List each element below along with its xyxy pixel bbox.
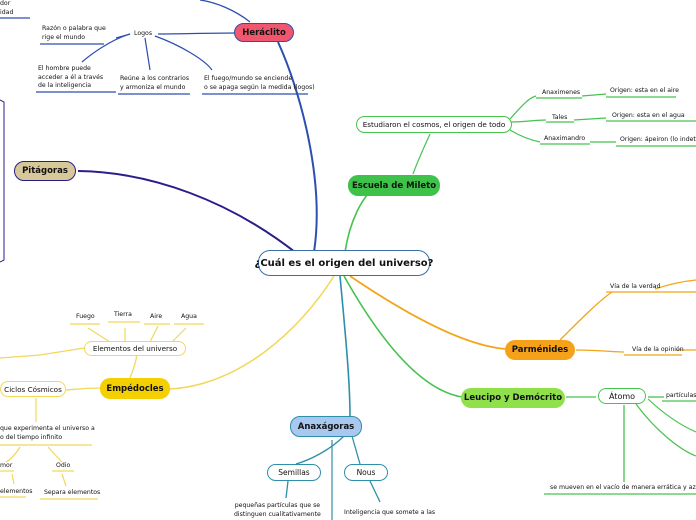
nous-node[interactable]: Nous <box>344 464 388 481</box>
elemento-fuego[interactable]: Fuego <box>76 313 95 320</box>
odio-desc: Separa elementos <box>44 489 101 496</box>
estudiaron-label: Estudiaron el cosmos, el origen de todo <box>362 120 506 129</box>
branch-anaxagoras <box>339 275 351 417</box>
anaxagoras-node[interactable]: Anaxágoras <box>290 416 362 437</box>
central-topic-label: ¿Cuál es el origen del universo? <box>254 257 434 269</box>
branch-pitagoras <box>77 170 301 257</box>
elementos-label: Elementos del universo <box>92 344 178 353</box>
reune-text: Reúne a los contrarios y armoniza el mun… <box>120 75 190 91</box>
branch-leucipo <box>343 275 463 398</box>
anaximandro-label[interactable]: Anaximandro <box>544 135 586 142</box>
vacio-text: se mueven en el vacío de manera errática… <box>550 484 696 491</box>
ciclos-label: Ciclos Cósmicos <box>4 384 62 394</box>
tales-origen: Origen: esta en el agua <box>612 112 685 119</box>
hombre-text: El hombre puede acceder a él a través de… <box>38 65 104 89</box>
branch-heraclito <box>277 41 318 253</box>
particulas-text: partículas <box>666 392 696 399</box>
nous-desc: Inteligencia que somete a las <box>344 509 436 516</box>
odio-label[interactable]: Odio <box>56 462 71 469</box>
pitagoras-node[interactable]: Pitágoras <box>14 161 76 181</box>
anaxagoras-label: Anaxágoras <box>297 421 355 432</box>
semillas-label: Semillas <box>278 468 310 477</box>
heraclito-fragment: dor idad <box>0 0 14 16</box>
amor-label[interactable]: mor <box>0 462 13 469</box>
estudiaron-node[interactable]: Estudiaron el cosmos, el origen de todo <box>356 116 512 133</box>
elemento-tierra[interactable]: Tierra <box>114 311 132 318</box>
empedocles-label: Empédocles <box>106 383 164 394</box>
via-verdad-label[interactable]: Vía de la verdad <box>610 283 661 290</box>
logos-label[interactable]: Logos <box>134 30 153 37</box>
branch-mileto <box>344 187 375 253</box>
anaximandro-origen: Origen: ápeiron (lo indeterm <box>620 136 696 143</box>
central-topic[interactable]: ¿Cuál es el origen del universo? <box>255 250 433 276</box>
parmenides-node[interactable]: Parménides <box>505 340 575 360</box>
branch-empedocles <box>169 275 335 390</box>
experimenta-text: que experimenta el universo a o del tiem… <box>0 425 95 441</box>
ciclos-node[interactable]: Ciclos Cósmicos <box>0 381 66 397</box>
leucipo-node[interactable]: Leucipo y Demócrito <box>461 388 565 408</box>
elemento-aire[interactable]: Aire <box>150 313 163 320</box>
anaximenes-origen: Origen: esta en el aire <box>610 87 679 94</box>
empedocles-node[interactable]: Empédocles <box>100 378 170 399</box>
leucipo-label: Leucipo y Demócrito <box>463 393 563 403</box>
tales-label[interactable]: Tales <box>552 114 568 121</box>
semillas-node[interactable]: Semillas <box>267 464 321 481</box>
atomo-node[interactable]: Átomo <box>598 388 646 404</box>
parmenides-label: Parménides <box>511 345 569 355</box>
atomo-label: Átomo <box>608 391 636 401</box>
anaximenes-label[interactable]: Anaximenes <box>542 89 581 96</box>
fuego-medida-text: El fuego/mundo se enciende o se apaga se… <box>204 75 315 91</box>
mileto-label: Escuela de Mileto <box>351 180 437 191</box>
amor-desc: elementos <box>0 488 33 495</box>
heraclito-node[interactable]: Heráclito <box>234 23 294 42</box>
elemento-agua[interactable]: Agua <box>181 313 197 320</box>
nous-label: Nous <box>356 468 376 477</box>
branch-parmenides <box>349 275 506 350</box>
heraclito-label: Heráclito <box>242 27 286 38</box>
razon-text: Razón o palabra que rige el mundo <box>42 25 106 41</box>
via-opinion-label[interactable]: Vía de la opinión <box>632 346 684 353</box>
elementos-node[interactable]: Elementos del universo <box>84 341 186 356</box>
pitagoras-label: Pitágoras <box>22 166 68 176</box>
semillas-desc: pequeñas partículas que se distinguen cu… <box>234 502 321 518</box>
mileto-node[interactable]: Escuela de Mileto <box>348 175 440 196</box>
